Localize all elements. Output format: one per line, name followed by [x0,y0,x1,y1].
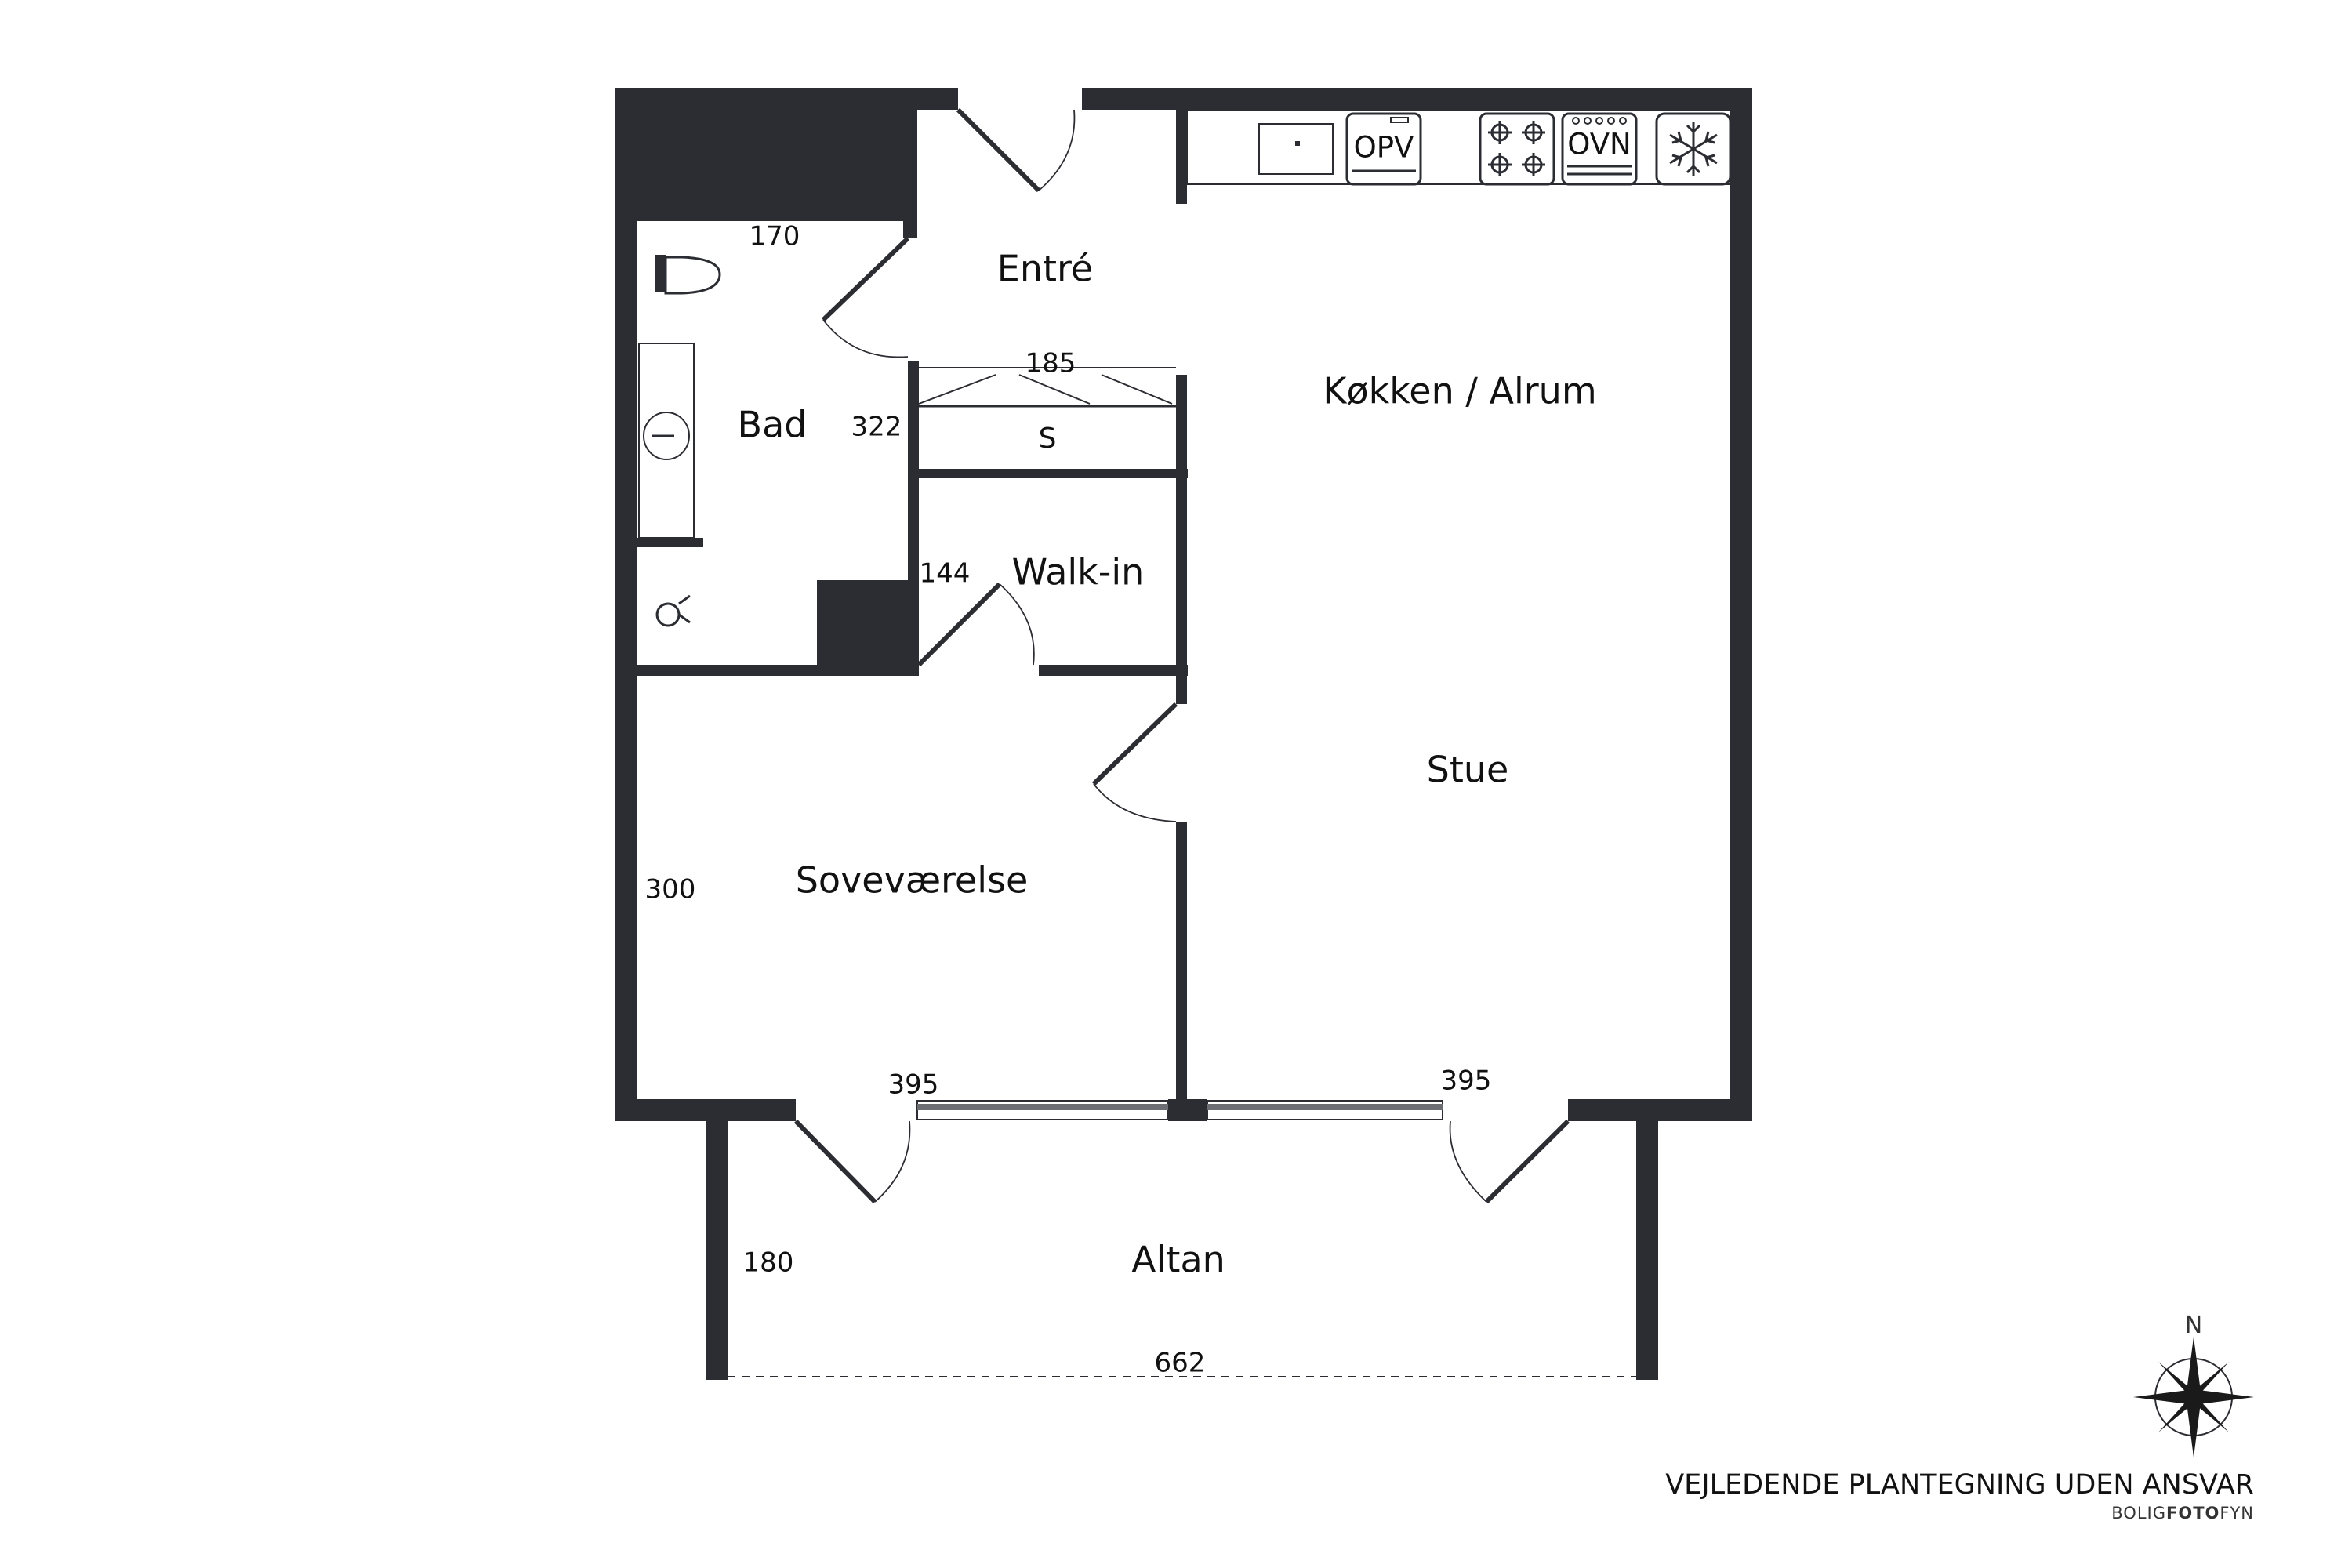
interior-walls [637,110,1188,1099]
wall-bottom-left [615,1099,796,1121]
disclaimer-text: VEJLEDENDE PLANTEGNING UDEN ANSVAR [1665,1469,2254,1501]
shaft-block [615,88,917,221]
balcony-door-right [1484,1119,1570,1204]
footer: VEJLEDENDE PLANTEGNING UDEN ANSVAR BOLIG… [1665,1469,2254,1523]
compass-point-s [2187,1397,2201,1457]
wall-closet-bottom [909,469,1188,478]
wall-walkin-bottom [1039,665,1188,676]
bedroom-door [1091,702,1178,786]
bathroom-fixtures [638,255,721,627]
room-entre-label: Entré [997,248,1093,290]
dim-closet-width: 185 [1025,348,1076,379]
room-altan-label: Altan [1131,1239,1225,1281]
walkin-door-swing [999,583,1035,666]
room-kokken-label: Køkken / Alrum [1323,370,1596,412]
kitchen-sink-icon [1258,123,1334,175]
outer-walls [615,88,1752,1121]
walkin-door [916,582,1002,667]
kitchen: OPV OVN [1186,109,1732,186]
wardrobe [918,367,1176,408]
dim-bedroom-width: 395 [888,1069,939,1101]
wall-closet-left [909,361,919,478]
oven-knobs [1572,117,1627,125]
dishwasher-handle [1390,117,1409,123]
room-labels: Entré Bad Køkken / Alrum Walk-in Stue So… [738,248,1597,1281]
dim-balcony-depth: 180 [743,1247,794,1279]
room-stue-label: Stue [1427,749,1509,791]
dim-living-width: 395 [1441,1065,1492,1097]
dim-walkin-height: 144 [920,558,971,590]
wall-top-left [917,88,958,110]
compass-point-se [2192,1397,2229,1432]
doors [793,107,1570,1204]
compass-point-ne [2192,1362,2229,1397]
wardrobe-door-1 [918,374,996,405]
snowflake-icon [1669,122,1718,176]
kitchen-sink-drain [1295,141,1300,146]
compass-north-label: N [2185,1312,2202,1339]
toilet-cistern [655,255,666,292]
hob-burners [1488,121,1545,176]
dim-bad-height: 322 [851,412,902,443]
oven-label: OVN [1567,128,1631,162]
brand-part-3: FYN [2220,1504,2254,1523]
shower-icon [655,594,691,627]
wall-bad-block [817,580,919,674]
compass-point-sw [2158,1397,2195,1432]
wall-bottom-right [1568,1099,1752,1121]
wall-central-upper [1176,110,1187,204]
room-walkin-label: Walk-in [1012,551,1145,593]
hob-icon [1479,112,1555,186]
wall-right [1730,88,1752,1121]
wall-left [615,88,637,1121]
compass-point-n [2187,1337,2201,1397]
wardrobe-door-3 [1101,374,1173,405]
balcony-wall-right [1636,1121,1658,1380]
toilet-icon [664,256,721,295]
balcony-door-right-swing [1449,1120,1487,1203]
wall-central-mid [1176,375,1187,704]
dim-balcony-width: 662 [1155,1348,1206,1379]
wardrobe-door-2 [1018,374,1091,405]
wall-top-right [1082,88,1752,110]
compass-point-w [2133,1390,2194,1404]
dimension-labels: 170 185 322 144 300 395 395 180 662 [645,221,1492,1379]
window-left-pane [917,1104,1168,1110]
window-right-pane [1207,1104,1443,1110]
room-bad-label: Bad [738,404,808,446]
brand-part-1: BOLIG [2111,1504,2166,1523]
wall-bad-entre-upper [903,221,917,238]
balcony-door-left [793,1119,877,1204]
dishwasher-label: OPV [1354,131,1414,165]
compass-point-nw [2158,1362,2195,1397]
window-pier [1168,1099,1207,1121]
bathroom-door [821,236,910,322]
brand-logo: BOLIGFOTOFYN [2111,1504,2254,1523]
balcony-wall-left [706,1121,728,1380]
front-door [956,107,1041,193]
balcony [706,1121,1658,1380]
bedroom-door-swing [1093,783,1177,822]
wall-central-lower [1176,822,1187,1099]
dishwasher-icon [1345,112,1422,186]
room-sovevaerelse-label: Soveværelse [796,859,1029,902]
dim-bad-width: 170 [750,221,800,252]
wall-bad-bedroom [637,665,919,676]
wall-vanity-stub [637,538,703,547]
compass-rose: N [2133,1312,2254,1457]
windows [916,1100,1443,1120]
bathroom-door-swing [822,319,909,358]
balcony-door-left-swing [874,1120,911,1203]
dim-bedroom-height: 300 [645,874,696,906]
brand-part-2: FOTO [2166,1504,2220,1523]
front-door-swing [1038,109,1076,191]
compass-point-e [2194,1390,2254,1404]
wardrobe-label: S [1039,423,1057,455]
